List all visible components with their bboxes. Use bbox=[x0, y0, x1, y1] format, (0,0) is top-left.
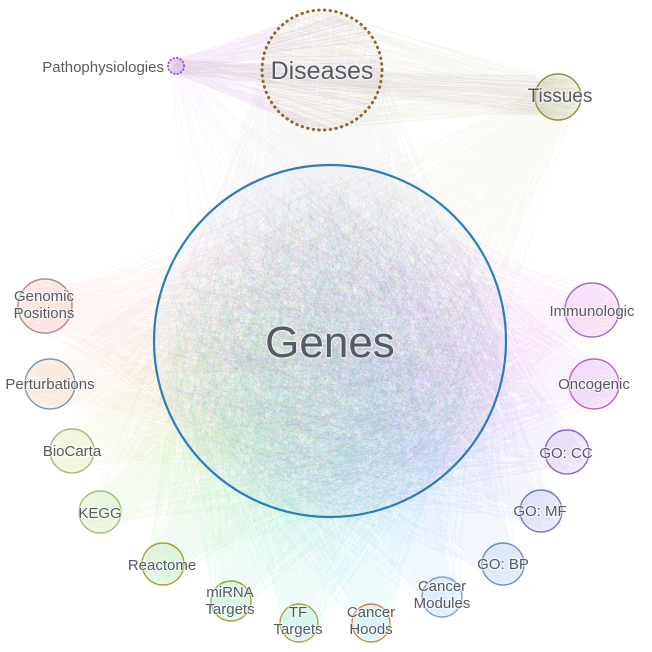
node-diseases[interactable] bbox=[260, 8, 384, 132]
edge-fan-cancer_modules-to-genes bbox=[172, 181, 496, 617]
node-cancer_hoods[interactable] bbox=[351, 603, 391, 643]
node-base-oncogenic bbox=[569, 359, 619, 409]
node-biocarta[interactable] bbox=[49, 428, 95, 474]
edge-fan-go_cc-to-genes bbox=[166, 175, 588, 509]
label-diseases: Diseases bbox=[271, 57, 374, 85]
label-pathophysiologies: Pathophysiologies bbox=[42, 59, 164, 76]
node-base-reactome bbox=[142, 543, 184, 585]
node-base-perturbations bbox=[25, 359, 75, 409]
label-biocarta: BioCarta bbox=[43, 443, 102, 460]
edge-fan-go_mf-to-genes bbox=[169, 176, 561, 530]
node-base-immunologic bbox=[565, 283, 619, 337]
node-base-go_mf bbox=[520, 490, 562, 532]
node-base-cancer_modules bbox=[422, 577, 462, 617]
label-immunologic: Immunologic bbox=[549, 303, 635, 320]
node-base-mirna_targets bbox=[211, 581, 251, 621]
edge-fan-cancer_hoods-to-genes bbox=[164, 177, 491, 641]
label-reactome: Reactome bbox=[128, 557, 196, 574]
node-base-genomic_positions bbox=[18, 279, 72, 333]
label-go_bp: GO: BP bbox=[477, 556, 529, 573]
edge-fan-immunologic-to-genes bbox=[164, 178, 618, 503]
edge-fan-biocarta-to-genes bbox=[51, 176, 486, 504]
node-cancer_modules[interactable] bbox=[421, 576, 463, 618]
label-tissues: Tissues bbox=[528, 86, 593, 107]
node-go_mf[interactable] bbox=[519, 489, 563, 533]
label-go_cc: GO: CC bbox=[539, 445, 593, 462]
edge-fan-kegg-to-genes bbox=[82, 174, 495, 532]
label-genes: Genes bbox=[265, 318, 395, 367]
edge-fan-tissues-to-genes bbox=[166, 75, 580, 509]
edge-fan-tf_targets-to-genes bbox=[166, 172, 493, 641]
edge-fan-pathophysiologies-to-genes bbox=[167, 58, 494, 477]
node-base-cancer_hoods bbox=[352, 604, 390, 642]
edge-fan-perturbations-to-genes bbox=[28, 173, 494, 507]
node-genes[interactable] bbox=[152, 163, 508, 519]
edge-fan-pathophysiologies-to-tissues bbox=[168, 58, 579, 116]
node-kegg[interactable] bbox=[78, 490, 122, 534]
node-base-go_cc bbox=[545, 430, 589, 474]
node-base-genes bbox=[154, 165, 506, 517]
node-base-tf_targets bbox=[280, 604, 318, 642]
node-base-tissues bbox=[535, 74, 581, 120]
node-genomic_positions[interactable] bbox=[17, 278, 73, 334]
node-tf_targets[interactable] bbox=[279, 603, 319, 643]
node-immunologic[interactable] bbox=[564, 282, 620, 338]
label-perturbations: Perturbations bbox=[5, 376, 94, 393]
label-oncogenic: Oncogenic bbox=[558, 376, 630, 393]
edge-fan-tissues-to-diseases bbox=[263, 10, 578, 130]
node-oncogenic[interactable] bbox=[568, 358, 620, 410]
label-kegg: KEGG bbox=[78, 505, 121, 522]
label-go_mf: GO: MF bbox=[513, 503, 566, 520]
node-go_bp[interactable] bbox=[481, 542, 525, 586]
node-mirna_targets[interactable] bbox=[210, 580, 252, 622]
node-base-diseases bbox=[262, 10, 382, 130]
edge-fan-genomic_positions-to-genes bbox=[19, 177, 495, 509]
edge-fan-go_bp-to-genes bbox=[172, 185, 522, 585]
node-pathophysiologies[interactable] bbox=[167, 57, 185, 75]
edge-fan-diseases-to-genes bbox=[165, 10, 498, 507]
node-tissues[interactable] bbox=[534, 73, 582, 121]
edge-fan-mirna_targets-to-genes bbox=[161, 181, 497, 620]
node-base-biocarta bbox=[50, 429, 94, 473]
edge-fan-oncogenic-to-genes bbox=[173, 175, 617, 506]
node-reactome[interactable] bbox=[141, 542, 185, 586]
node-perturbations[interactable] bbox=[24, 358, 76, 410]
node-go_cc[interactable] bbox=[544, 429, 590, 475]
node-base-go_bp bbox=[482, 543, 524, 585]
edge-fan-tissues-to-pathophysiologies bbox=[169, 59, 578, 119]
node-base-kegg bbox=[79, 491, 121, 533]
